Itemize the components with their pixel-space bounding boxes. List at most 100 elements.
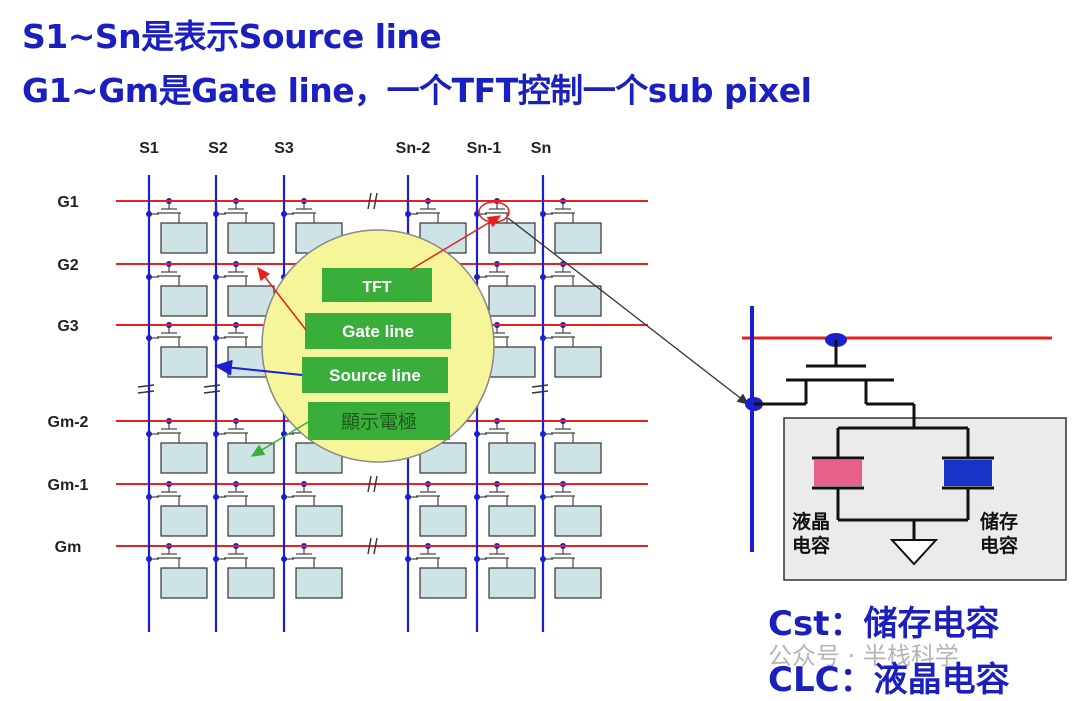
heading-line-1: S1~Sn是表示Source line bbox=[22, 17, 442, 56]
pixel-electrode bbox=[419, 567, 467, 599]
label-source-line: Source line bbox=[329, 366, 421, 385]
pixel-electrode bbox=[488, 222, 536, 254]
pixel-electrode bbox=[488, 505, 536, 537]
column-break-mark bbox=[367, 537, 378, 555]
source-label-sn-1: Sn-1 bbox=[467, 140, 502, 157]
pixel-electrode bbox=[160, 346, 208, 378]
tft-symbol bbox=[477, 264, 509, 286]
source-label-s2: S2 bbox=[208, 140, 228, 157]
source-line-labels: S1 S2 S3 Sn-2 Sn-1 Sn bbox=[139, 140, 551, 157]
tft-symbol bbox=[543, 546, 575, 568]
tft-symbol bbox=[216, 264, 248, 286]
gate-label-gm: Gm bbox=[55, 539, 82, 556]
label-gate-line: Gate line bbox=[342, 322, 414, 341]
label-display-electrode: 顯示電極 bbox=[341, 411, 417, 433]
pixel-electrode bbox=[227, 567, 275, 599]
label-box-gate-line bbox=[305, 313, 451, 349]
clc-label-line2: 电容 bbox=[792, 534, 830, 557]
row-break-mark bbox=[137, 384, 155, 394]
pixel-electrode bbox=[554, 505, 602, 537]
tft-pointer-arrow bbox=[409, 215, 502, 271]
ground-symbol bbox=[889, 539, 939, 566]
zoom-highlight-ellipse bbox=[478, 201, 510, 223]
source-label-s3: S3 bbox=[274, 140, 294, 157]
pixel-electrode bbox=[554, 346, 602, 378]
pixel-electrode bbox=[488, 346, 536, 378]
pixel-electrode bbox=[160, 222, 208, 254]
tft-symbol bbox=[477, 484, 509, 506]
pixel-electrode bbox=[160, 442, 208, 474]
row-break-mark bbox=[203, 384, 221, 394]
pixel-electrode bbox=[554, 222, 602, 254]
gate-label-g3: G3 bbox=[57, 318, 78, 335]
caption-clc: CLC：液晶电容 bbox=[768, 660, 1010, 700]
tft-symbol bbox=[216, 201, 248, 223]
source-label-sn-2: Sn-2 bbox=[396, 140, 431, 157]
column-break-mark bbox=[367, 192, 378, 210]
label-box-source-line bbox=[302, 357, 448, 393]
pixel-electrode bbox=[160, 505, 208, 537]
tft-symbol bbox=[408, 201, 440, 223]
electrode-pointer-arrow bbox=[250, 421, 309, 457]
tft-symbol bbox=[543, 484, 575, 506]
cst-capacitor bbox=[944, 460, 992, 486]
tft-symbol bbox=[408, 484, 440, 506]
tft-symbol bbox=[284, 201, 316, 223]
pixel-electrode bbox=[554, 285, 602, 317]
pixel-electrode bbox=[295, 505, 343, 537]
tft-symbol bbox=[149, 325, 181, 347]
pixel-circuit-detail: 液晶 电容 储存 电容 bbox=[742, 306, 1067, 581]
tft-symbol bbox=[216, 421, 248, 443]
row-break-mark bbox=[531, 384, 549, 394]
clc-capacitor bbox=[814, 460, 862, 486]
pixel-electrode bbox=[419, 505, 467, 537]
tft-symbol bbox=[216, 484, 248, 506]
cst-label-line2: 电容 bbox=[980, 534, 1018, 557]
tft-symbol bbox=[408, 546, 440, 568]
tft-symbol bbox=[477, 421, 509, 443]
tft-symbol bbox=[543, 201, 575, 223]
tft-symbol bbox=[284, 546, 316, 568]
tft-symbol bbox=[149, 264, 181, 286]
tft-symbol bbox=[149, 421, 181, 443]
gate-label-g1: G1 bbox=[57, 194, 78, 211]
tft-symbol bbox=[216, 546, 248, 568]
source-label-s1: S1 bbox=[139, 140, 159, 157]
source-label-sn: Sn bbox=[531, 140, 551, 157]
label-tft: TFT bbox=[362, 279, 392, 296]
clc-label-line1: 液晶 bbox=[792, 510, 830, 533]
pixel-electrode bbox=[227, 222, 275, 254]
tft-symbol bbox=[149, 201, 181, 223]
tft-symbol bbox=[543, 325, 575, 347]
label-box-electrode bbox=[308, 402, 450, 440]
column-break-mark bbox=[367, 475, 378, 493]
caption-cst: Cst：储存电容 bbox=[768, 604, 1000, 644]
pixel-electrode bbox=[488, 567, 536, 599]
tft-symbol bbox=[543, 421, 575, 443]
tft-symbol bbox=[149, 484, 181, 506]
pixel-electrode bbox=[554, 567, 602, 599]
source-line-pointer-arrow bbox=[214, 359, 303, 376]
pixel-electrode bbox=[227, 505, 275, 537]
cst-label-line1: 储存 bbox=[980, 510, 1018, 533]
pixel-electrode bbox=[295, 567, 343, 599]
tft-symbol bbox=[284, 484, 316, 506]
gate-label-gm-2: Gm-2 bbox=[48, 414, 89, 431]
gate-label-g2: G2 bbox=[57, 257, 78, 274]
zoom-connector-arrow bbox=[507, 217, 750, 405]
label-box-tft bbox=[322, 268, 432, 302]
gate-label-gm-1: Gm-1 bbox=[48, 477, 89, 494]
heading-line-2: G1~Gm是Gate line，一个TFT控制一个sub pixel bbox=[22, 71, 812, 110]
pixel-electrode bbox=[488, 285, 536, 317]
tft-symbol bbox=[149, 546, 181, 568]
pixel-electrode bbox=[160, 285, 208, 317]
tft-symbol bbox=[216, 325, 248, 347]
tft-symbol bbox=[477, 546, 509, 568]
pixel-electrode bbox=[488, 442, 536, 474]
magnifier: TFT Gate line Source line 顯示電極 bbox=[214, 215, 502, 463]
watermark: 公众号 · 半栈科学 bbox=[768, 642, 959, 670]
pixel-electrode bbox=[160, 567, 208, 599]
tft-symbol bbox=[543, 264, 575, 286]
